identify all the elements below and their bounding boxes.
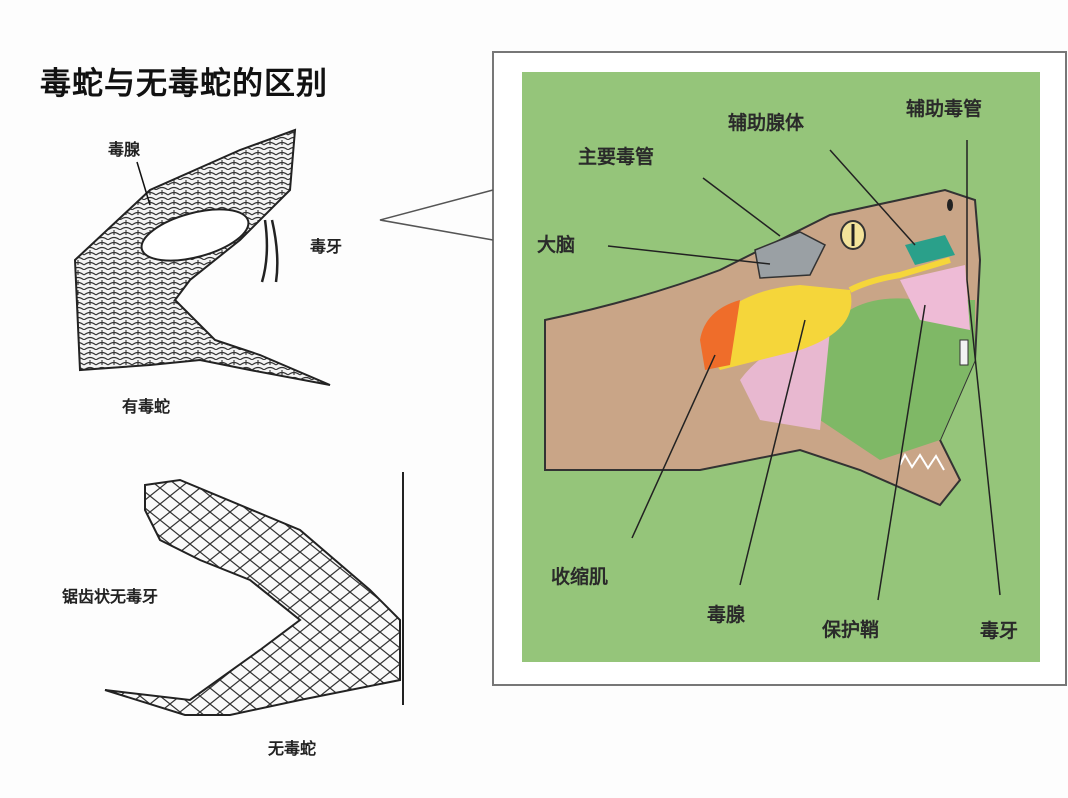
label-sheath: 保护鞘 <box>822 619 880 641</box>
callout-pointer <box>379 189 494 241</box>
label-fang: 毒牙 <box>980 620 1019 642</box>
label-fang-left: 毒牙 <box>310 237 343 256</box>
caption-venomous-snake: 有毒蛇 <box>122 397 171 416</box>
label-accessory-duct: 辅助毒管 <box>906 98 983 120</box>
label-main-duct: 主要毒管 <box>578 146 655 168</box>
label-compressor-muscle: 收缩肌 <box>551 566 609 588</box>
label-accessory-gland: 辅助腺体 <box>728 112 805 134</box>
label-brain: 大脑 <box>537 234 576 256</box>
label-venom-gland: 毒腺 <box>707 604 746 626</box>
snake-anatomy-drawing <box>544 188 982 507</box>
caption-nonvenomous-snake: 无毒蛇 <box>268 739 317 758</box>
leader-lines <box>607 140 1001 601</box>
page-title: 毒蛇与无毒蛇的区别 <box>40 66 328 102</box>
venomous-snake-drawing <box>73 128 331 386</box>
label-venom-gland-left: 毒腺 <box>108 140 141 159</box>
label-serrated-teeth: 锯齿状无毒牙 <box>62 587 159 606</box>
nonvenomous-snake-drawing <box>104 472 404 716</box>
